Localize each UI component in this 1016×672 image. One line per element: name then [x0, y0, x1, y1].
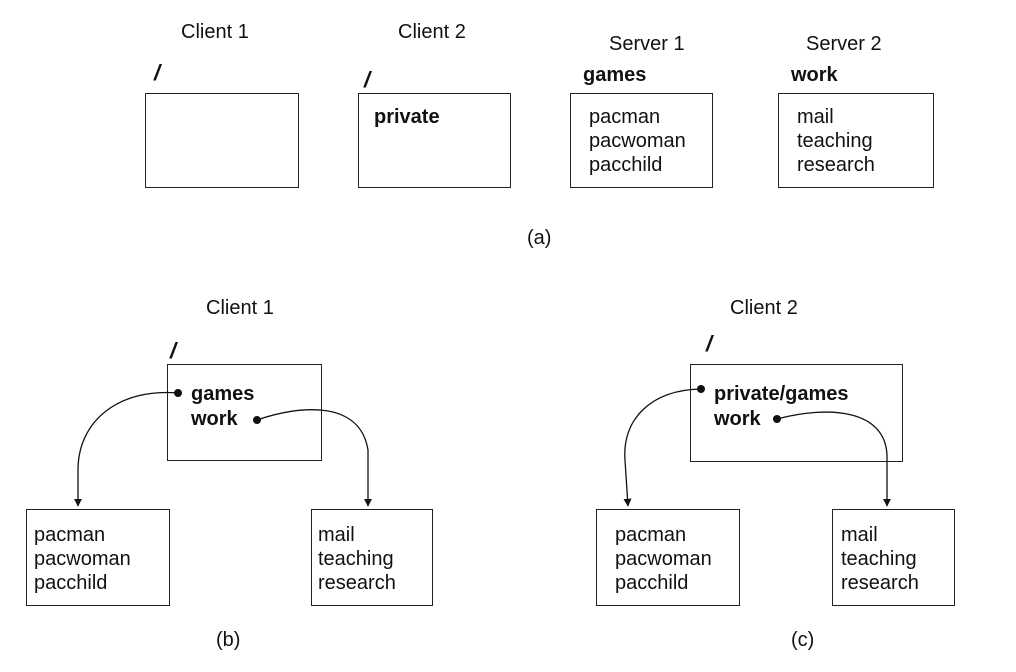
list-item: pacchild: [615, 572, 689, 594]
list-item: research: [797, 154, 875, 176]
a-client2-private: private: [374, 106, 440, 128]
c-work-box: mail teaching research: [832, 509, 955, 606]
a-server2-list: mail teaching research: [797, 105, 875, 177]
b-work-box: mail teaching research: [311, 509, 433, 606]
a-client1-label: Client 1: [181, 21, 249, 43]
c-work-mount-arrow: [776, 411, 891, 507]
b-work-list: mail teaching research: [318, 523, 396, 595]
a-client1-box: [145, 93, 299, 188]
c-mount-work: work: [714, 408, 761, 430]
a-caption: (a): [527, 227, 552, 249]
c-client-box: private/games work: [690, 364, 903, 462]
list-item: pacwoman: [34, 548, 131, 570]
a-client1-root: /: [154, 60, 161, 85]
list-item: teaching: [797, 130, 873, 152]
a-server2-dir: work: [791, 64, 838, 86]
a-server1-box: pacman pacwoman pacchild: [570, 93, 713, 188]
c-games-mount-arrow: [623, 388, 702, 507]
a-client2-box: private: [358, 93, 511, 188]
list-item: research: [841, 572, 919, 594]
list-item: teaching: [318, 548, 394, 570]
list-item: pacman: [615, 524, 687, 546]
b-client-label: Client 1: [206, 297, 274, 319]
c-games-box: pacman pacwoman pacchild: [596, 509, 740, 606]
c-client-label: Client 2: [730, 297, 798, 319]
b-mount-games: games: [191, 383, 255, 405]
b-work-mount-arrow: [256, 409, 372, 507]
a-server1-list: pacman pacwoman pacchild: [589, 105, 686, 177]
c-games-list: pacman pacwoman pacchild: [615, 523, 712, 595]
b-mount-work: work: [191, 408, 238, 430]
b-games-list: pacman pacwoman pacchild: [34, 523, 131, 595]
c-caption: (c): [791, 629, 815, 651]
c-work-list: mail teaching research: [841, 523, 919, 595]
a-server2-box: mail teaching research: [778, 93, 934, 188]
b-games-box: pacman pacwoman pacchild: [26, 509, 170, 606]
c-root: /: [706, 331, 713, 356]
list-item: mail: [318, 524, 355, 546]
b-caption: (b): [216, 629, 241, 651]
a-server2-label: Server 2: [806, 33, 882, 55]
list-item: teaching: [841, 548, 917, 570]
c-mount-games: private/games: [714, 383, 849, 405]
list-item: research: [318, 572, 396, 594]
list-item: pacman: [34, 524, 106, 546]
b-games-mount-arrow: [74, 391, 179, 507]
list-item: pacwoman: [589, 130, 686, 152]
list-item: mail: [797, 106, 834, 128]
b-client-box: games work: [167, 364, 322, 461]
list-item: pacman: [589, 106, 661, 128]
a-client2-label: Client 2: [398, 21, 466, 43]
a-server1-dir: games: [583, 64, 647, 86]
list-item: pacchild: [589, 154, 663, 176]
list-item: pacwoman: [615, 548, 712, 570]
b-root: /: [170, 338, 177, 363]
a-server1-label: Server 1: [609, 33, 685, 55]
list-item: mail: [841, 524, 878, 546]
a-client2-root: /: [364, 67, 371, 92]
list-item: pacchild: [34, 572, 108, 594]
